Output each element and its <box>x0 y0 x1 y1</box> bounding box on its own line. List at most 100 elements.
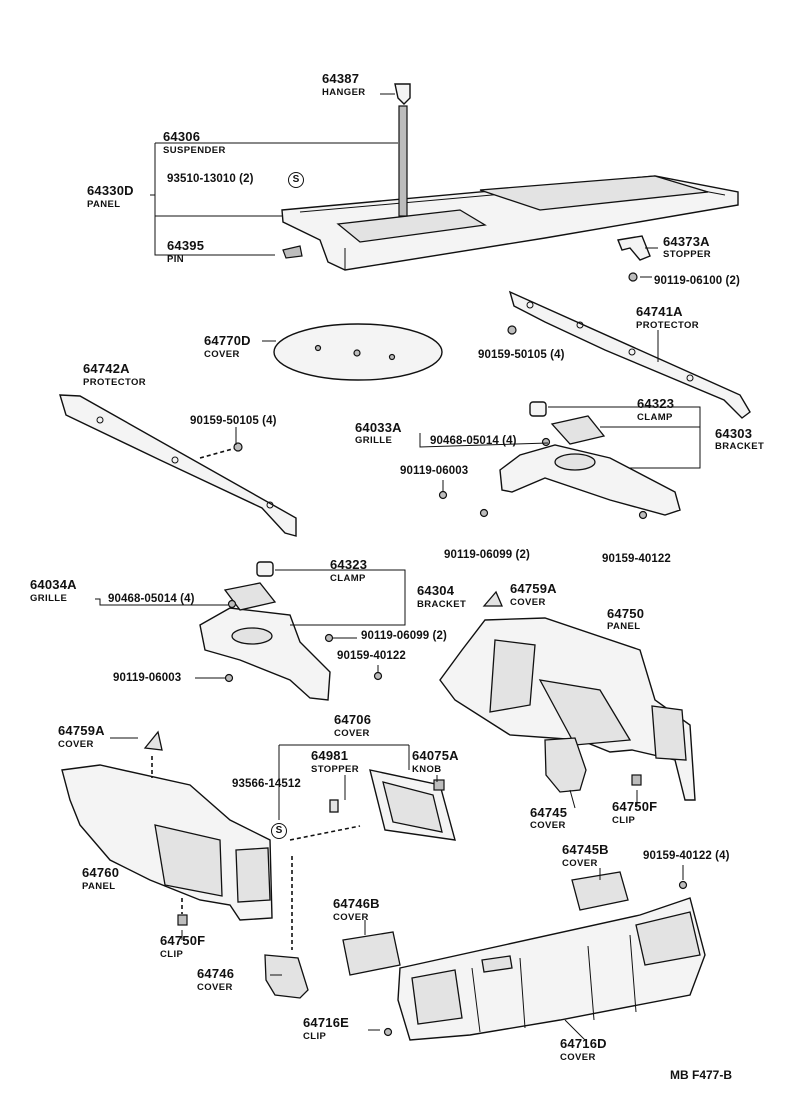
callout-64750f-b-name: CLIP <box>160 949 184 960</box>
callout-90468-b-number: 90468-05014 (4) <box>108 593 195 605</box>
screw <box>233 442 243 452</box>
callout-64770d-number: 64770D <box>204 333 251 348</box>
suspender-rod <box>394 83 411 217</box>
callout-64746b-number: 64746B <box>333 896 380 911</box>
screw <box>507 325 517 335</box>
callout-64760-name: PANEL <box>82 881 116 892</box>
cover-lower <box>342 931 401 976</box>
callout-64759a-b-name: COVER <box>58 739 94 750</box>
callout-90159-40122-b-number: 90159-40122 <box>337 650 406 662</box>
callout-64746-number: 64746 <box>197 966 235 981</box>
callout-64750-number: 64750 <box>607 606 645 621</box>
callout-64395-number: 64395 <box>167 238 205 253</box>
callout-64759a-a-number: 64759A <box>510 581 557 596</box>
callout-64706-number: 64706 <box>334 712 372 727</box>
callout-64303-number: 64303 <box>715 426 753 441</box>
knob <box>433 779 445 791</box>
callout-90159-50105-b-number: 90159-50105 (4) <box>190 415 277 427</box>
callout-64742a-name: PROTECTOR <box>83 377 147 388</box>
callout-64981-name: STOPPER <box>311 764 360 775</box>
cover-upper <box>571 871 629 911</box>
package-tray-panel <box>281 175 739 271</box>
callout-64716e-number: 64716E <box>303 1015 350 1030</box>
callout-64745-number: 64745 <box>530 805 568 820</box>
callout-64304-name: BRACKET <box>417 599 467 610</box>
grille-right <box>550 415 606 445</box>
stopper-part <box>617 235 651 261</box>
cover-cap <box>482 590 503 607</box>
callout-64981-number: 64981 <box>311 748 349 763</box>
callout-64373a-name: STOPPER <box>663 249 712 260</box>
clip <box>383 1027 393 1037</box>
callout-64323-b-name: CLAMP <box>330 573 366 584</box>
callout-64745b-number: 64745B <box>562 842 609 857</box>
callout-64746b-name: COVER <box>333 912 369 923</box>
bracket-left <box>199 607 331 701</box>
callout-64075a-name: KNOB <box>412 764 442 775</box>
cover-cap <box>143 730 163 751</box>
callout-64306-name: SUSPENDER <box>163 145 226 156</box>
screw <box>224 599 383 683</box>
round-cover <box>273 323 443 381</box>
callout-64746-name: COVER <box>197 982 233 993</box>
callout-64387-number: 64387 <box>322 71 360 86</box>
bracket-right <box>499 444 681 516</box>
callout-64770d-name: COVER <box>204 349 240 360</box>
callout-64759a-b-number: 64759A <box>58 723 105 738</box>
callout-64075a-number: 64075A <box>412 748 459 763</box>
screw <box>438 437 648 520</box>
callout-64323-b-number: 64323 <box>330 557 368 572</box>
callout-64706-name: COVER <box>334 728 370 739</box>
callout-93510-number: 93510-13010 (2) <box>167 173 254 185</box>
callout-64395-name: PIN <box>167 254 185 265</box>
callout-64306-number: 64306 <box>163 129 201 144</box>
callout-90119-06003-b-number: 90119-06003 <box>113 672 182 684</box>
callout-64745-name: COVER <box>530 820 566 831</box>
callout-64387-name: HANGER <box>322 87 366 98</box>
screw <box>628 272 638 282</box>
leader-lines <box>95 93 701 1041</box>
callout-64323-a-number: 64323 <box>637 396 675 411</box>
stopper <box>329 799 339 813</box>
callout-93566-number: 93566-14512 <box>232 778 301 790</box>
callout-90468-a-number: 90468-05014 (4) <box>430 435 517 447</box>
callout-64745b-name: COVER <box>562 858 598 869</box>
callout-64750-name: PANEL <box>607 621 641 632</box>
callout-64716d-name: COVER <box>560 1052 596 1063</box>
pin-part <box>282 245 303 259</box>
clamp-left <box>256 561 274 577</box>
callout-64033a-name: GRILLE <box>355 435 393 446</box>
symbol-s-mark: S <box>271 823 287 839</box>
callout-90119-06099-b-number: 90119-06099 (2) <box>361 630 447 642</box>
callout-90119-06099-a-number: 90119-06099 (2) <box>444 549 530 561</box>
clamp-right <box>529 401 547 417</box>
clip <box>177 914 188 926</box>
cover-small-right <box>544 737 587 793</box>
callout-64759a-a-name: COVER <box>510 597 546 608</box>
callout-64034a-number: 64034A <box>30 577 77 592</box>
callout-64716e-name: CLIP <box>303 1031 327 1042</box>
callout-64373a-number: 64373A <box>663 234 710 249</box>
callout-64303-name: BRACKET <box>715 441 765 452</box>
cover-small-left <box>264 954 309 999</box>
callout-64760-number: 64760 <box>82 865 120 880</box>
symbol-s-mark: S <box>288 172 304 188</box>
callout-64750f-a-name: CLIP <box>612 815 636 826</box>
callout-64330d-name: PANEL <box>87 199 121 210</box>
callout-64330d-number: 64330D <box>87 183 134 198</box>
callout-64750f-b-number: 64750F <box>160 933 206 948</box>
callout-90159-50105-a-number: 90159-50105 (4) <box>478 349 565 361</box>
callout-64741a-name: PROTECTOR <box>636 320 700 331</box>
clip <box>631 774 642 786</box>
protector-right <box>508 290 751 419</box>
callout-64304-number: 64304 <box>417 583 455 598</box>
callout-64742a-number: 64742A <box>83 361 130 376</box>
callout-90119-06100-number: 90119-06100 (2) <box>654 275 740 287</box>
trim-panel-right <box>439 617 696 801</box>
protector-left <box>59 394 297 537</box>
callout-64034a-name: GRILLE <box>30 593 68 604</box>
callout-90159-40122-c-number: 90159-40122 (4) <box>643 850 730 862</box>
trim-panel-left <box>61 764 273 921</box>
